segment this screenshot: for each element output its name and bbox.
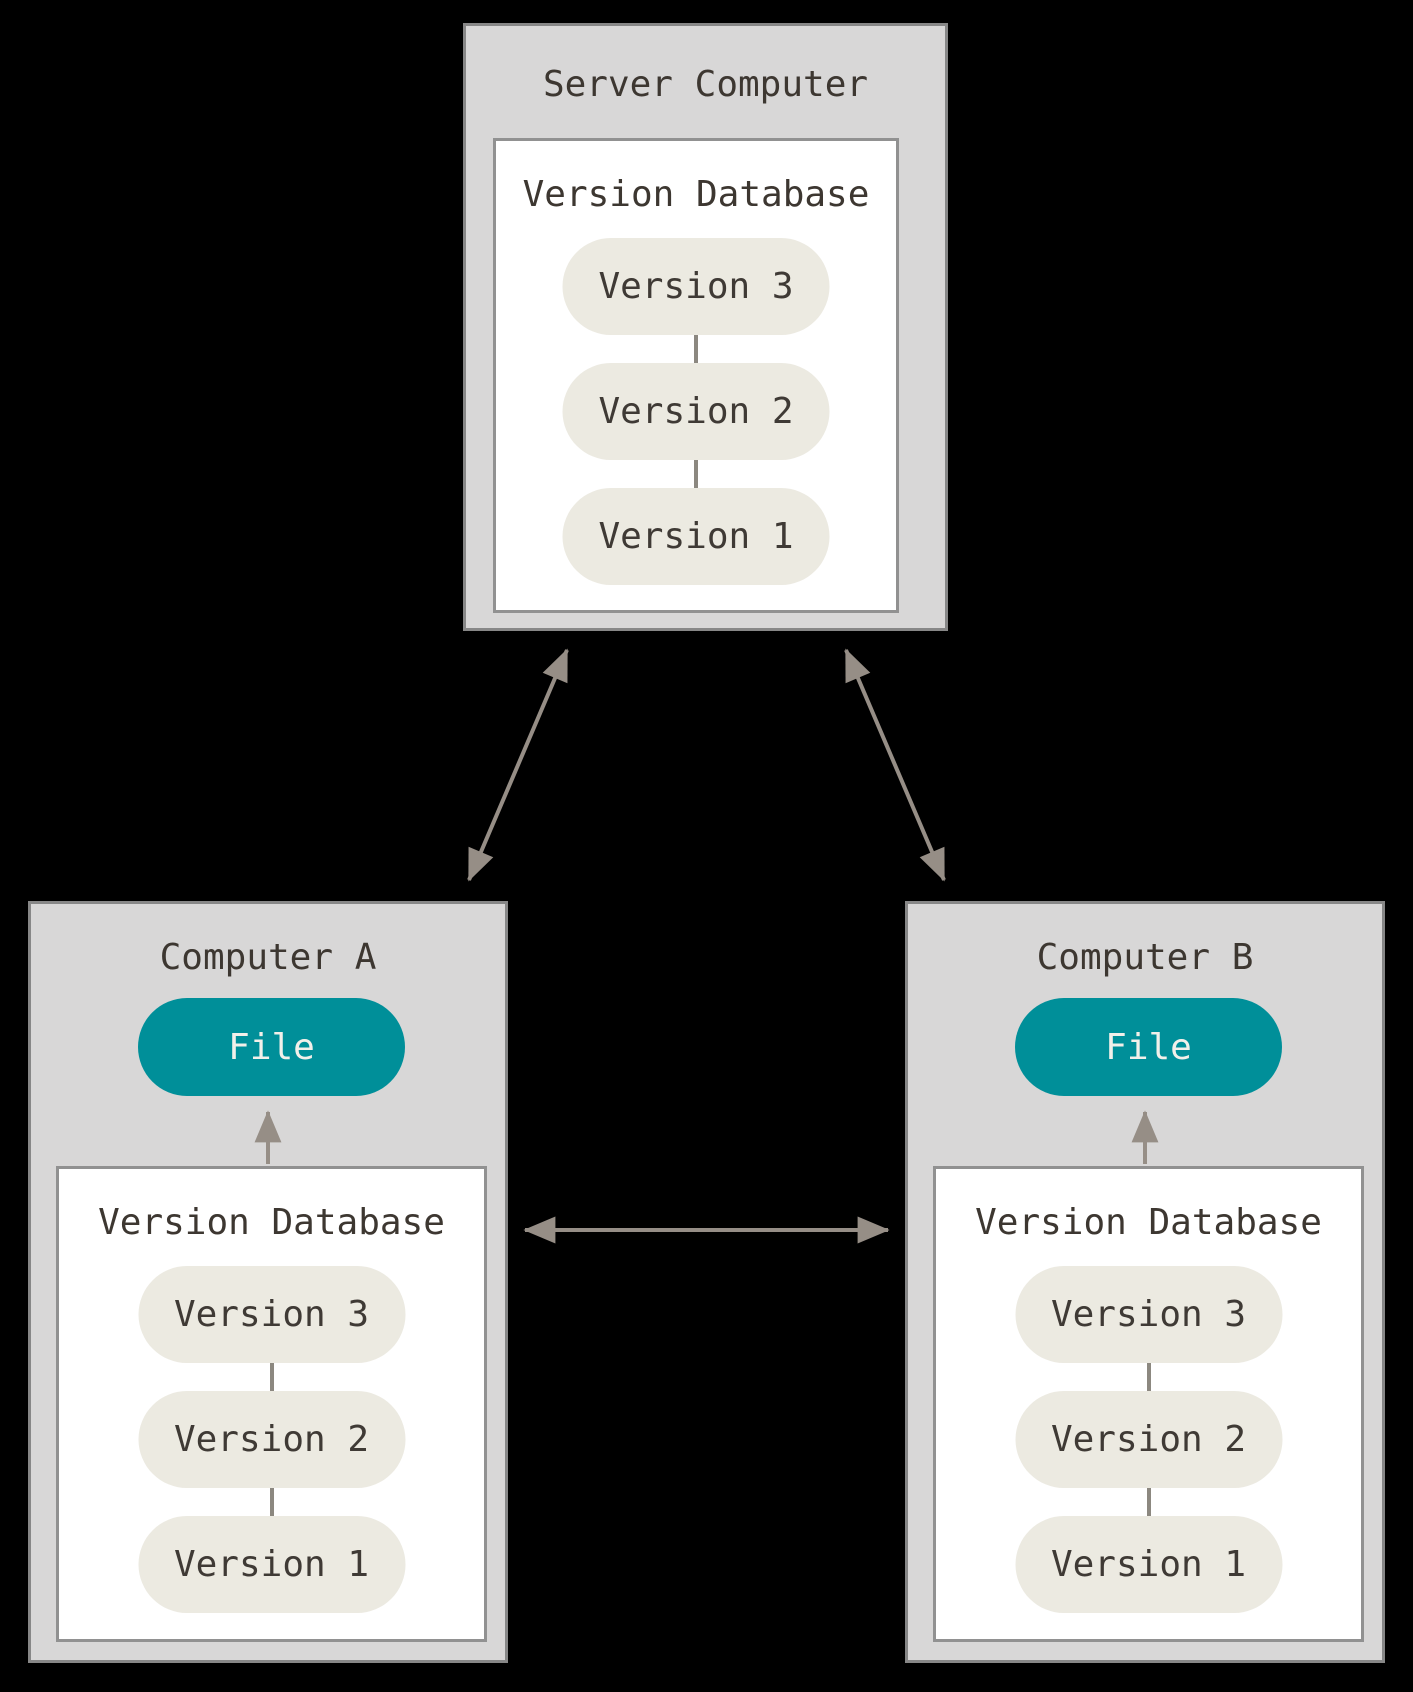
server-version-database-box: Version Database Version 3 Version 2 Ver… — [493, 138, 899, 613]
server-version-database-label: Version Database — [522, 174, 870, 215]
version-connector-line — [269, 1363, 274, 1391]
computer-a-box: Computer A File Version Database Version… — [28, 901, 508, 1663]
version-pill: Version 3 — [562, 238, 830, 335]
computer-b-file-pill: File — [1015, 998, 1282, 1096]
computer-a-version-database-label: Version Database — [98, 1202, 445, 1243]
version-connector-line — [1146, 1488, 1151, 1516]
version-pill: Version 1 — [138, 1516, 405, 1613]
computer-b-version-database-label: Version Database — [975, 1202, 1322, 1243]
version-pill: Version 2 — [138, 1391, 405, 1488]
version-connector-line — [1146, 1363, 1151, 1391]
computer-a-file-pill: File — [138, 998, 405, 1096]
server-computer-title: Server Computer — [542, 64, 869, 105]
version-pill: Version 1 — [1015, 1516, 1282, 1613]
sync-arrow-server-computer-a — [467, 648, 569, 882]
version-pill: Version 3 — [138, 1266, 405, 1363]
version-connector-line — [269, 1488, 274, 1516]
computer-b-box: Computer B File Version Database Version… — [905, 901, 1385, 1663]
server-computer-box: Server Computer Version Database Version… — [463, 23, 948, 631]
version-pill: Version 3 — [1015, 1266, 1282, 1363]
computer-a-version-database-box: Version Database Version 3 Version 2 Ver… — [56, 1166, 487, 1642]
version-pill: Version 2 — [562, 363, 830, 460]
sync-arrow-server-computer-b — [844, 648, 946, 882]
version-pill: Version 2 — [1015, 1391, 1282, 1488]
version-connector-line — [694, 335, 698, 363]
version-connector-line — [694, 460, 698, 488]
computer-b-title: Computer B — [1036, 937, 1254, 978]
computer-b-version-database-box: Version Database Version 3 Version 2 Ver… — [933, 1166, 1364, 1642]
computer-a-title: Computer A — [159, 937, 377, 978]
version-pill: Version 1 — [562, 488, 830, 585]
